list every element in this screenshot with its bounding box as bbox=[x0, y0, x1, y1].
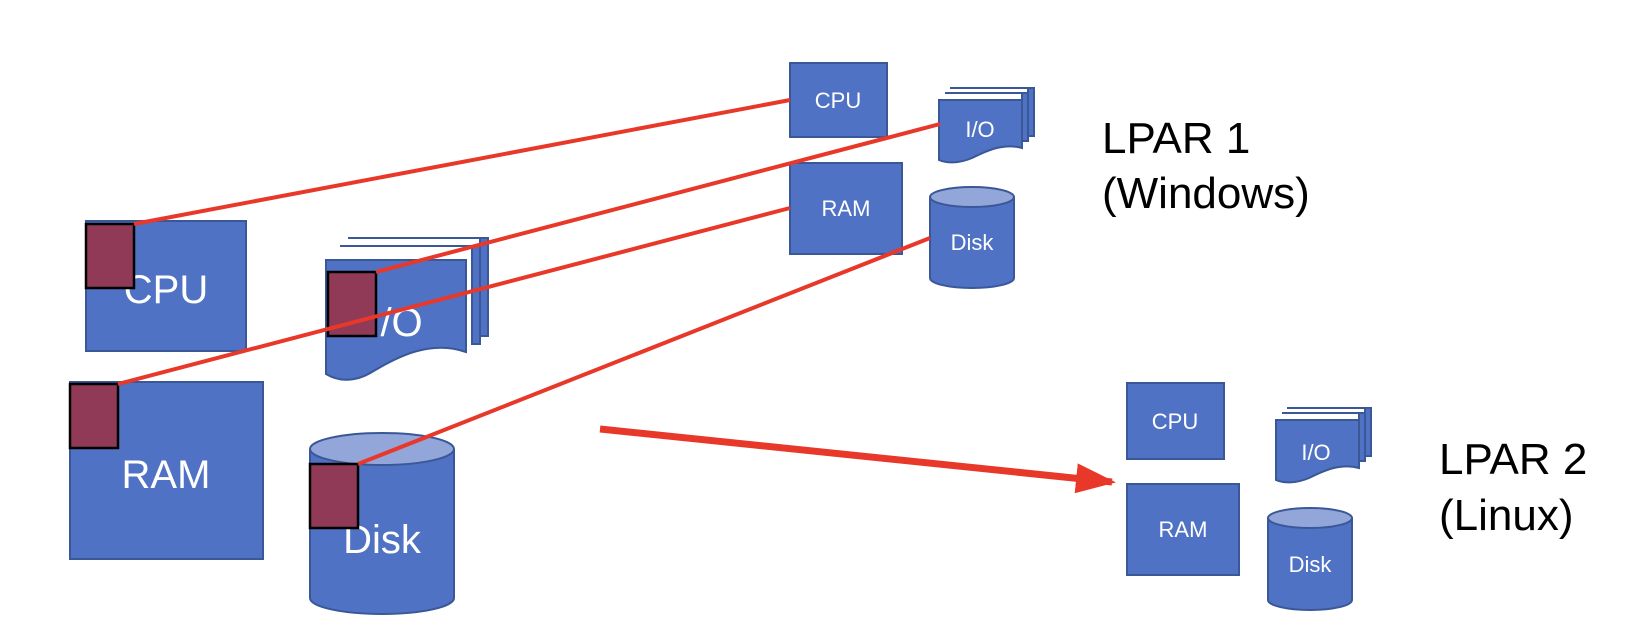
lpar1-os-label: (Windows) bbox=[1102, 169, 1310, 218]
lpar2-cpu-label: CPU bbox=[1152, 409, 1198, 434]
disk-mapping-line bbox=[357, 236, 931, 466]
lpar2-ram: RAM bbox=[1126, 483, 1240, 576]
lpar1-title-label: LPAR 1 bbox=[1102, 114, 1250, 163]
io-slice bbox=[326, 270, 378, 338]
lpar2-title: LPAR 2 (Linux) bbox=[1439, 435, 1587, 540]
lpar1-io: I/O bbox=[938, 87, 1035, 164]
lpar2-cpu: CPU bbox=[1126, 382, 1225, 460]
io-mapping-line bbox=[375, 122, 941, 274]
lpar2-arrow bbox=[599, 425, 1116, 494]
lpar1-cpu: CPU bbox=[789, 62, 888, 138]
lpar2-disk-label: Disk bbox=[1289, 552, 1333, 577]
lpar1-cpu-label: CPU bbox=[815, 88, 861, 113]
lpar2-io-label: I/O bbox=[1301, 440, 1330, 465]
ram-mapping-line bbox=[117, 206, 791, 386]
physical-ram-label: RAM bbox=[122, 453, 211, 497]
lpar2-disk: Disk bbox=[1267, 507, 1353, 611]
lpar2-ram-label: RAM bbox=[1159, 517, 1208, 542]
lpar2-title-label: LPAR 2 bbox=[1439, 435, 1587, 484]
lpar1-ram: RAM bbox=[789, 162, 903, 255]
physical-cpu-label: CPU bbox=[124, 268, 208, 312]
disk-slice bbox=[308, 462, 360, 530]
lpar1-title: LPAR 1 (Windows) bbox=[1102, 114, 1310, 218]
cpu-mapping-line bbox=[133, 98, 791, 226]
ram-slice bbox=[68, 382, 120, 450]
lpar1-disk-label: Disk bbox=[951, 230, 995, 255]
cpu-slice bbox=[84, 222, 136, 290]
physical-ram: RAM bbox=[69, 381, 264, 560]
lpar1-ram-label: RAM bbox=[822, 196, 871, 221]
lpar1-io-label: I/O bbox=[965, 117, 994, 142]
lpar2-os-label: (Linux) bbox=[1439, 491, 1574, 540]
lpar2-io: I/O bbox=[1275, 407, 1372, 484]
lpar1-disk: Disk bbox=[929, 186, 1015, 289]
physical-disk: Disk bbox=[309, 432, 455, 615]
